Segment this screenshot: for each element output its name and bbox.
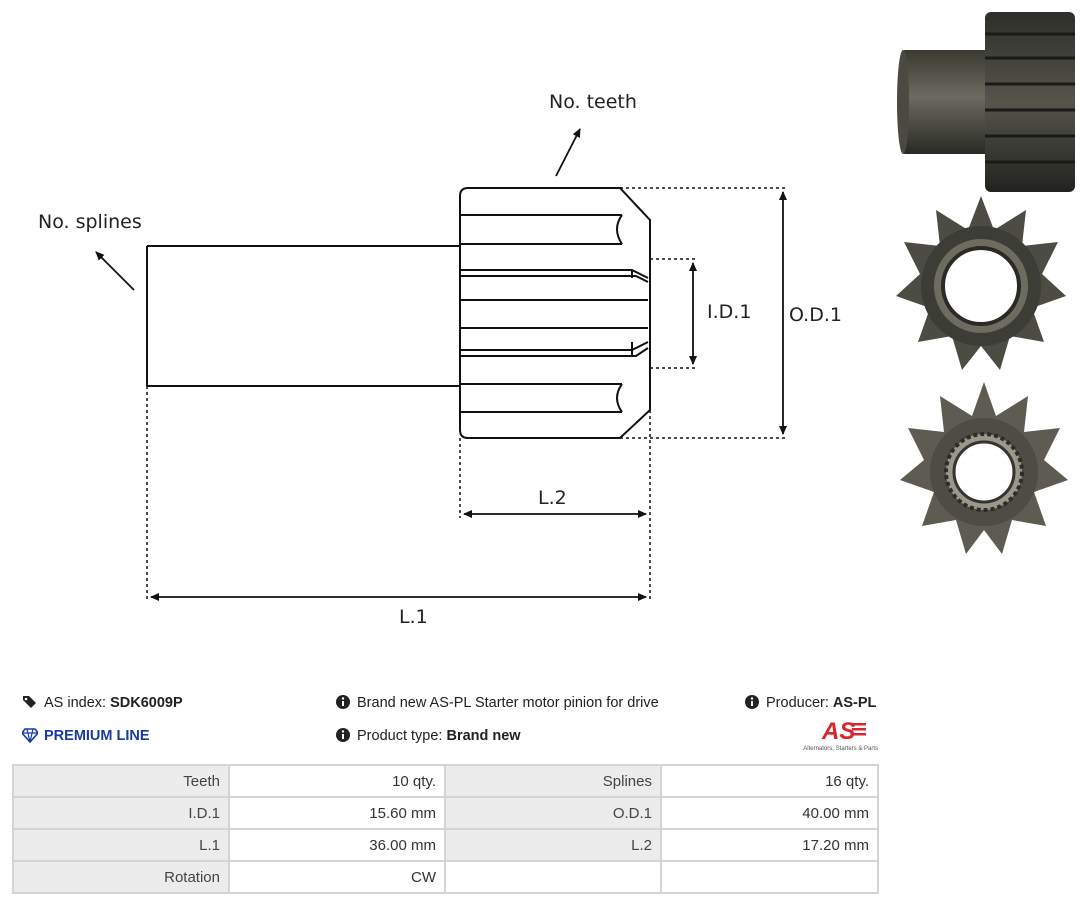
- table-row: I.D.1 15.60 mm O.D.1 40.00 mm: [12, 796, 879, 830]
- as-index-value: SDK6009P: [110, 695, 183, 711]
- spec-label-empty: [444, 860, 662, 894]
- shaft-outline: [146, 245, 460, 387]
- info-icon: [745, 695, 759, 709]
- logo-mark: AS: [821, 718, 855, 745]
- extension-lines: [146, 187, 788, 602]
- description-text: Brand new AS-PL Starter motor pinion for…: [357, 695, 659, 711]
- gear-outline: [459, 187, 651, 439]
- producer: Producer: AS-PL: [744, 694, 876, 711]
- splines-pointer-arrow: [95, 251, 135, 291]
- spec-value: 17.20 mm: [660, 828, 879, 862]
- product-type-value: Brand new: [446, 728, 521, 744]
- info-icon: [336, 695, 350, 709]
- tags-icon: [23, 696, 36, 708]
- teeth-pointer-arrow: [555, 128, 581, 177]
- pinion-back-photo: [900, 382, 1068, 554]
- specs-table: Teeth 10 qty. Splines 16 qty. I.D.1 15.6…: [12, 764, 879, 894]
- table-row: Teeth 10 qty. Splines 16 qty.: [12, 764, 879, 798]
- spec-value: 15.60 mm: [228, 796, 446, 830]
- spec-label: Rotation: [12, 860, 230, 894]
- spec-value: 40.00 mm: [660, 796, 879, 830]
- table-row: L.1 36.00 mm L.2 17.20 mm: [12, 828, 879, 862]
- spec-value: 16 qty.: [660, 764, 879, 798]
- table-row: Rotation CW: [12, 860, 879, 894]
- spec-value-empty: [660, 860, 879, 894]
- id1-label: I.D.1: [707, 301, 751, 323]
- producer-label: Producer:: [766, 695, 829, 711]
- no-splines-label: No. splines: [38, 211, 142, 233]
- spec-label: O.D.1: [444, 796, 662, 830]
- producer-value: AS-PL: [832, 695, 877, 711]
- spec-value: CW: [228, 860, 446, 894]
- spec-value: 36.00 mm: [228, 828, 446, 862]
- spec-label: L.1: [12, 828, 230, 862]
- spec-label: I.D.1: [12, 796, 230, 830]
- technical-drawing: No. teeth No. splines I.D.1 O.D.1 L.2 L.…: [38, 91, 842, 628]
- spec-value: 10 qty.: [228, 764, 446, 798]
- spec-label: Splines: [444, 764, 662, 798]
- logo-tagline: Alternators, Starters & Parts: [803, 746, 878, 752]
- as-index: AS index: SDK6009P: [22, 694, 183, 711]
- spec-label: L.2: [444, 828, 662, 862]
- premium-line-badge: PREMIUM LINE: [22, 727, 150, 744]
- product-type: Product type: Brand new: [335, 727, 521, 744]
- pinion-side-photo: [897, 12, 1075, 192]
- as-pl-logo: AS Alternators, Starters & Parts: [803, 718, 878, 752]
- od1-label: O.D.1: [789, 304, 842, 326]
- info-icon: [336, 728, 350, 742]
- description: Brand new AS-PL Starter motor pinion for…: [335, 694, 659, 711]
- diamond-icon: [22, 728, 38, 743]
- product-type-label: Product type:: [357, 728, 443, 744]
- spec-label: Teeth: [12, 764, 230, 798]
- pinion-front-photo: [896, 196, 1066, 370]
- as-index-label: AS index:: [44, 695, 107, 711]
- no-teeth-label: No. teeth: [549, 91, 637, 113]
- l2-label: L.2: [538, 487, 567, 509]
- premium-line-label: PREMIUM LINE: [44, 728, 150, 744]
- l1-label: L.1: [399, 606, 428, 628]
